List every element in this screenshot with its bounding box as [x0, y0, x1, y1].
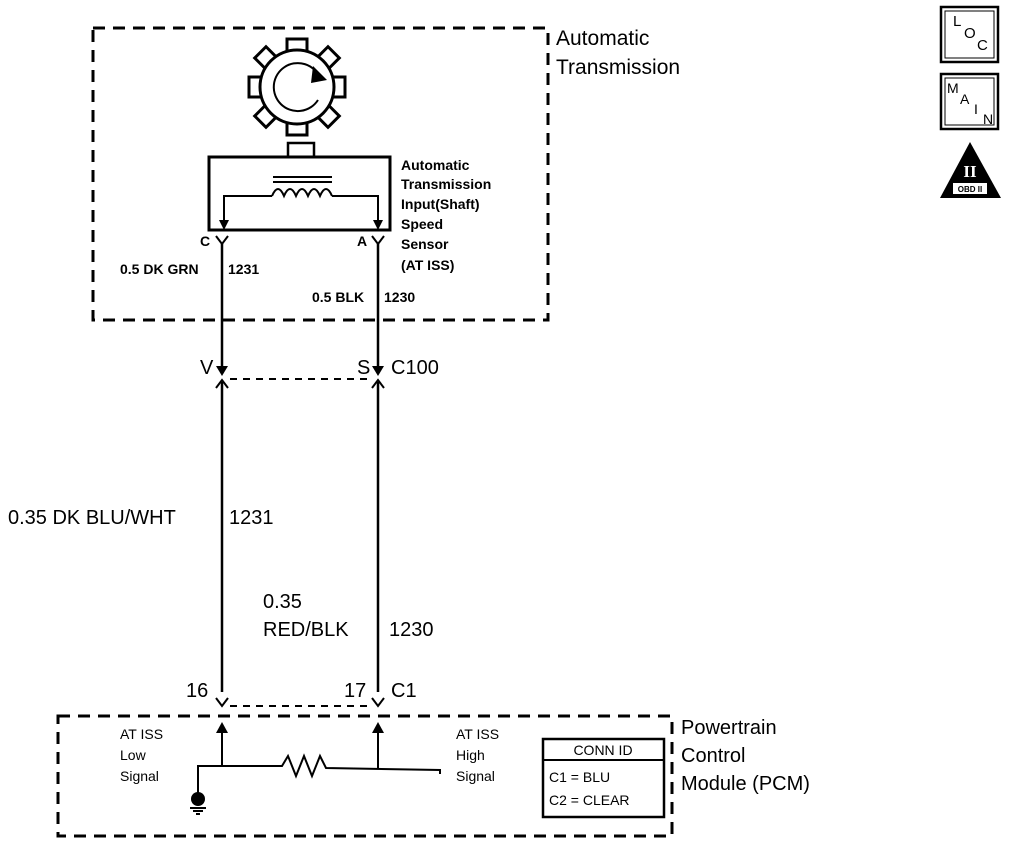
loc-icon[interactable]: L O C [939, 5, 1000, 64]
wire-sensor-c-label: 0.5 DK GRN [120, 261, 199, 277]
svg-text:Signal: Signal [456, 768, 495, 784]
svg-text:High: High [456, 747, 485, 763]
wire-sensor-a-label: 0.5 BLK [312, 289, 364, 305]
c100-name: C100 [391, 357, 439, 379]
obd-ii-label: OBD II [958, 185, 982, 194]
svg-text:AT ISS: AT ISS [456, 726, 499, 742]
c100-pin-s: S [357, 357, 370, 379]
sensor-label: Automatic Transmission Input(Shaft) Spee… [401, 157, 491, 273]
speed-sensor [207, 141, 392, 232]
main-icon-letter-a: A [960, 91, 970, 107]
svg-text:Input(Shaft): Input(Shaft) [401, 196, 480, 212]
loc-icon-letter-o: O [964, 25, 976, 42]
svg-text:Sensor: Sensor [401, 236, 449, 252]
conn-id-c2: C2 = CLEAR [549, 792, 630, 808]
loc-icon-letter-c: C [977, 37, 988, 54]
conn-id-box: CONN ID C1 = BLU C2 = CLEAR [541, 737, 666, 819]
wire-sensor-c-circuit: 1231 [228, 261, 259, 277]
c100-pin-v: V [200, 357, 214, 379]
c1-pin-16: 16 [186, 680, 208, 702]
sensor-pin-c-terminal [215, 235, 229, 246]
sensor-pin-a-terminal [371, 235, 385, 246]
sensor-pin-a: A [357, 233, 367, 249]
wire-main-right-label-line1: 0.35 [263, 591, 302, 613]
pcm-low-signal-label: AT ISS Low Signal [120, 726, 163, 784]
wire-sensor-a-circuit: 1230 [384, 289, 415, 305]
obd-ii-numeral: II [963, 162, 977, 181]
transmission-enclosure [91, 26, 550, 322]
ground-icon [191, 792, 205, 806]
pcm-high-signal-label: AT ISS High Signal [456, 726, 499, 784]
c1-pin-17: 17 [344, 680, 366, 702]
reluctor-wheel-icon [247, 37, 347, 137]
svg-text:Speed: Speed [401, 216, 443, 232]
loc-icon-letter-l: L [953, 13, 961, 30]
connector-c100: V S C100 [200, 357, 439, 389]
connector-c1: 16 17 C1 [186, 680, 417, 708]
main-icon-letter-m: M [947, 80, 959, 96]
main-icon-letter-n: N [983, 111, 993, 127]
pcm-internal-circuit [190, 722, 441, 815]
pcm-title-line3: Module (PCM) [681, 773, 810, 795]
svg-text:Transmission: Transmission [401, 176, 491, 192]
sensor-pin-c: C [200, 233, 210, 249]
svg-text:Signal: Signal [120, 768, 159, 784]
obd-ii-icon[interactable]: II OBD II [940, 142, 1001, 198]
conn-id-title: CONN ID [573, 742, 632, 758]
pcm-title-line2: Control [681, 745, 745, 767]
wire-main-right-label-line2: RED/BLK [263, 619, 349, 641]
pcm-enclosure [56, 714, 674, 838]
svg-text:(AT ISS): (AT ISS) [401, 257, 454, 273]
c1-name: C1 [391, 680, 417, 702]
transmission-title-line2: Transmission [556, 56, 680, 79]
svg-text:Low: Low [120, 747, 147, 763]
svg-text:Automatic: Automatic [401, 157, 470, 173]
main-icon[interactable]: M A I N [939, 72, 1000, 131]
wire-main-left-label: 0.35 DK BLU/WHT [8, 507, 176, 529]
wire-main-left-circuit: 1231 [229, 507, 274, 529]
svg-text:AT ISS: AT ISS [120, 726, 163, 742]
pcm-title-line1: Powertrain [681, 717, 777, 739]
transmission-title-line1: Automatic [556, 27, 649, 50]
wire-main-right-circuit: 1230 [389, 619, 434, 641]
main-icon-letter-i: I [974, 101, 978, 117]
conn-id-c1: C1 = BLU [549, 769, 610, 785]
